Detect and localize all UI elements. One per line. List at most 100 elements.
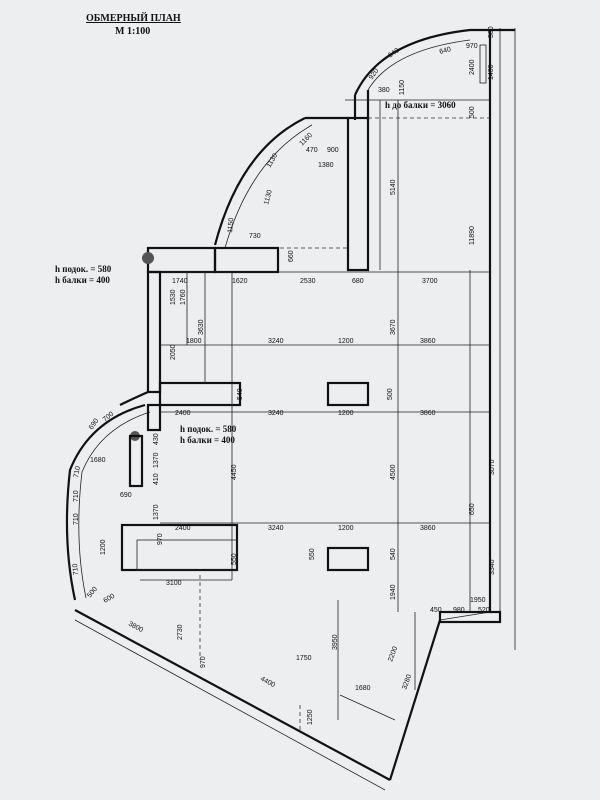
- dim-690b: 690: [120, 492, 132, 499]
- dim-11890: 11890: [469, 226, 476, 245]
- dim-3070: 3070: [489, 459, 496, 475]
- dim-3340: 3340: [489, 559, 496, 575]
- north-wall: [142, 246, 490, 274]
- dim-700: 700: [102, 411, 116, 424]
- dim-1370b: 1370: [153, 504, 160, 520]
- dim-3240a: 3240: [268, 338, 284, 345]
- note-sill-top: h подок. = 580: [55, 264, 112, 274]
- dim-1200: 1200: [100, 539, 107, 555]
- dim-3280: 3280: [401, 674, 413, 691]
- dim-2200: 2200: [387, 646, 399, 663]
- dim-3670: 3670: [390, 319, 397, 335]
- dim-1750: 1750: [296, 655, 312, 662]
- dim-500c: 500: [387, 388, 394, 400]
- dim-470: 470: [306, 147, 318, 154]
- dim-1400: 1400: [488, 64, 495, 80]
- dim-1680: 1680: [90, 457, 106, 464]
- top-bay-window: [345, 28, 490, 120]
- dim-3800: 3800: [127, 621, 144, 635]
- dim-600: 600: [103, 593, 117, 605]
- dim-500a: 500: [488, 26, 495, 38]
- dim-970c: 970: [200, 656, 207, 668]
- dim-1130b: 1130: [263, 189, 274, 205]
- dim-1250: 1250: [307, 709, 314, 725]
- lower-left-bay: [65, 403, 151, 601]
- dim-1370a: 1370: [153, 452, 160, 468]
- dim-1150: 1150: [399, 80, 406, 95]
- dim-4500: 4500: [390, 464, 397, 480]
- dim-660: 660: [288, 250, 295, 262]
- dim-970: 970: [466, 43, 478, 50]
- dim-710c: 710: [73, 513, 80, 525]
- dim-3860b: 3860: [420, 410, 436, 417]
- dim-900: 900: [327, 147, 339, 154]
- upper-column: [346, 116, 490, 272]
- dim-1680b: 1680: [355, 685, 371, 692]
- note-beam-balcony: h до балки = 3060: [385, 100, 456, 110]
- dim-1950: 1950: [470, 597, 486, 604]
- dim-920: 920: [368, 67, 380, 81]
- plan-scale: М 1:100: [115, 26, 151, 37]
- dim-450: 450: [430, 607, 442, 614]
- dim-550b: 550: [309, 548, 316, 560]
- dim-640a: 640: [439, 46, 452, 56]
- dim-1760: 1760: [180, 289, 187, 305]
- dim-2050: 2050: [170, 344, 177, 360]
- dim-410: 410: [153, 473, 160, 485]
- left-wall-upper: [119, 270, 242, 407]
- dim-430: 430: [153, 433, 160, 445]
- dim-1620: 1620: [232, 278, 248, 285]
- dim-1200a: 1200: [338, 338, 354, 345]
- dim-1150b: 1150: [227, 217, 235, 233]
- dim-3950: 3950: [332, 634, 339, 650]
- dim-2400: 2400: [469, 59, 476, 75]
- dim-680: 680: [352, 278, 364, 285]
- dim-1740: 1740: [172, 278, 188, 285]
- dim-710b: 710: [73, 490, 80, 502]
- dim-540b: 540: [390, 548, 397, 560]
- dim-2400a: 2400: [175, 410, 191, 417]
- dim-2530: 2530: [300, 278, 316, 285]
- dim-3240c: 3240: [268, 525, 284, 532]
- dim-500b: 500: [469, 106, 476, 118]
- dim-1530: 1530: [170, 289, 177, 305]
- south-wall: [74, 609, 502, 791]
- note-beam-top: h балки = 400: [55, 275, 110, 285]
- dim-1160: 1160: [298, 132, 314, 148]
- dim-520: 520: [478, 607, 490, 614]
- dim-970b: 970: [157, 533, 164, 545]
- dim-550a: 550: [231, 553, 238, 565]
- dim-500d: 500: [86, 586, 99, 600]
- dim-4450: 4450: [231, 464, 238, 480]
- dim-3700: 3700: [422, 278, 438, 285]
- dim-710d: 710: [72, 563, 80, 575]
- dim-540a: 540: [237, 388, 244, 400]
- dim-5140: 5140: [390, 179, 397, 195]
- dim-1200b: 1200: [338, 410, 354, 417]
- dim-1800: 1800: [186, 338, 202, 345]
- dim-380: 380: [378, 87, 390, 94]
- dimension-lines: [140, 100, 490, 720]
- plan-title: ОБМЕРНЫЙ ПЛАН: [86, 13, 181, 24]
- dim-4400: 4400: [259, 676, 276, 690]
- dim-2400b: 2400: [175, 525, 191, 532]
- dim-1380: 1380: [318, 162, 334, 169]
- dim-2730: 2730: [177, 624, 184, 640]
- dim-3100: 3100: [166, 580, 182, 587]
- interior-walls: [120, 381, 370, 572]
- dim-1940: 1940: [390, 584, 397, 600]
- east-wall: [470, 28, 516, 650]
- dim-1130a: 1130: [266, 152, 280, 169]
- dim-3860c: 3860: [420, 525, 436, 532]
- upper-left-bay: [213, 116, 348, 274]
- dim-3860a: 3860: [420, 338, 436, 345]
- note-sill-mid: h подок. = 580: [180, 424, 237, 434]
- dim-650: 650: [469, 503, 476, 515]
- dim-3630: 3630: [198, 319, 205, 335]
- dim-1200c: 1200: [338, 525, 354, 532]
- dim-730: 730: [249, 233, 261, 240]
- dim-980: 980: [453, 607, 465, 614]
- note-beam-mid: h балки = 400: [180, 435, 235, 445]
